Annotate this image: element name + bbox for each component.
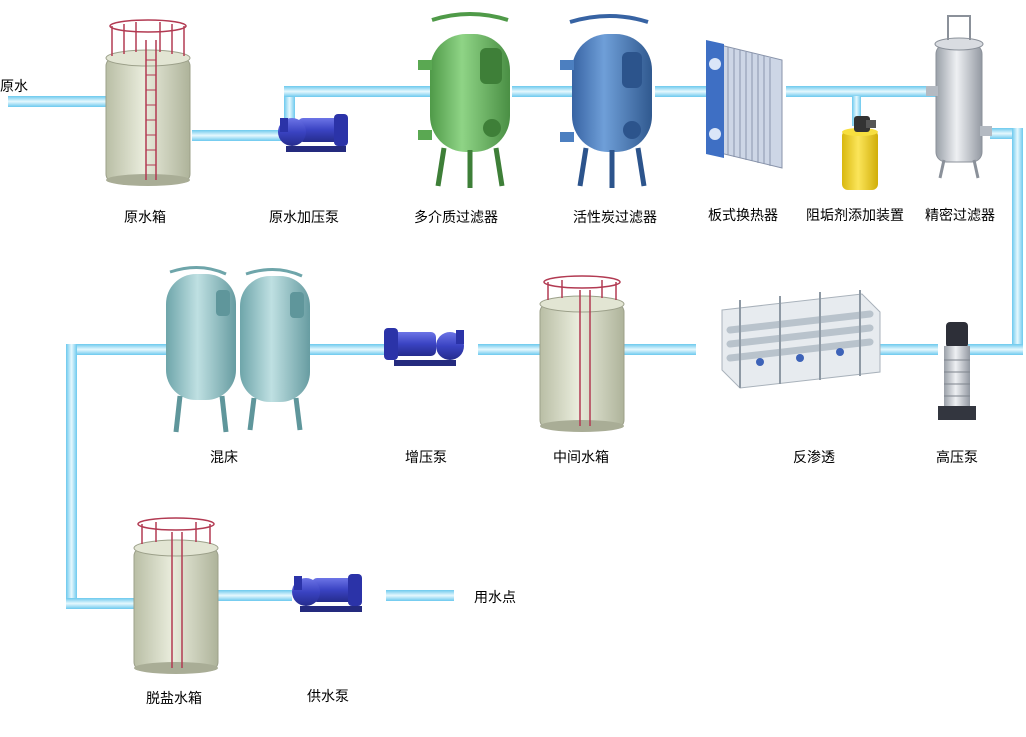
plate-heat-exchanger [706, 40, 783, 169]
label-antiscalant-dosing: 阻垢剂添加装置 [806, 208, 904, 224]
pipe-dosing-drop [852, 96, 861, 126]
label-desalted-water-tank: 脱盐水箱 [146, 691, 202, 707]
label-intermediate-tank: 中间水箱 [553, 450, 609, 466]
pipe-tank-to-supply [218, 590, 292, 601]
label-point-of-use: 用水点 [474, 590, 516, 606]
pipes [8, 86, 1023, 609]
pipe-to-hp-pump [968, 344, 1023, 355]
label-multimedia-filter: 多介质过滤器 [414, 210, 498, 226]
supply-pump [292, 574, 362, 612]
label-reverse-osmosis: 反渗透 [793, 450, 835, 466]
label-mixed-bed: 混床 [210, 450, 238, 466]
pipe-right-down [1012, 128, 1023, 354]
pipe-hp-to-ro [878, 344, 938, 355]
pipe-bed-left [66, 344, 166, 355]
label-booster-pump: 增压泵 [405, 450, 447, 466]
precision-filter [926, 15, 992, 179]
activated-carbon-filter [560, 14, 652, 188]
pipe-top-run-4 [786, 86, 936, 97]
mixed-bed-vessels [166, 266, 310, 433]
label-raw-water-tank: 原水箱 [124, 210, 166, 226]
pipe-booster-to-bed [306, 344, 384, 355]
desalted-water-tank [133, 517, 219, 674]
multimedia-filter [418, 12, 510, 188]
pipe-to-desalted-tank [66, 598, 136, 609]
pipe-left-down [66, 344, 77, 606]
high-pressure-pump [938, 322, 976, 420]
pipe-pf-out [990, 128, 1020, 139]
pipe-top-run-3 [655, 86, 715, 97]
booster-pump [384, 328, 464, 366]
pipe-top-run-2 [512, 86, 574, 97]
pipe-top-run-1 [284, 86, 432, 97]
pipe-to-point-of-use [386, 590, 454, 601]
pipe-pump-riser [284, 88, 295, 141]
label-supply-pump: 供水泵 [307, 689, 349, 705]
pipe-tank-to-booster [478, 344, 542, 355]
label-high-pressure-pump: 高压泵 [936, 450, 978, 466]
raw-water-booster-pump [278, 114, 348, 152]
pipe-raw-inlet [8, 96, 106, 107]
intermediate-water-tank [539, 275, 625, 432]
label-activated-carbon-filter: 活性炭过滤器 [573, 210, 657, 226]
antiscalant-dosing-unit [842, 116, 878, 190]
label-plate-heat-exchanger: 板式换热器 [708, 208, 778, 224]
pipe-ro-to-tank [622, 344, 696, 355]
label-raw-water-booster-pump: 原水加压泵 [269, 210, 339, 226]
raw-water-tank [105, 19, 191, 186]
reverse-osmosis-unit [721, 290, 881, 389]
pipe-tank-to-pump [192, 130, 284, 141]
label-raw-water: 原水 [0, 79, 28, 95]
label-precision-filter: 精密过滤器 [925, 208, 995, 224]
